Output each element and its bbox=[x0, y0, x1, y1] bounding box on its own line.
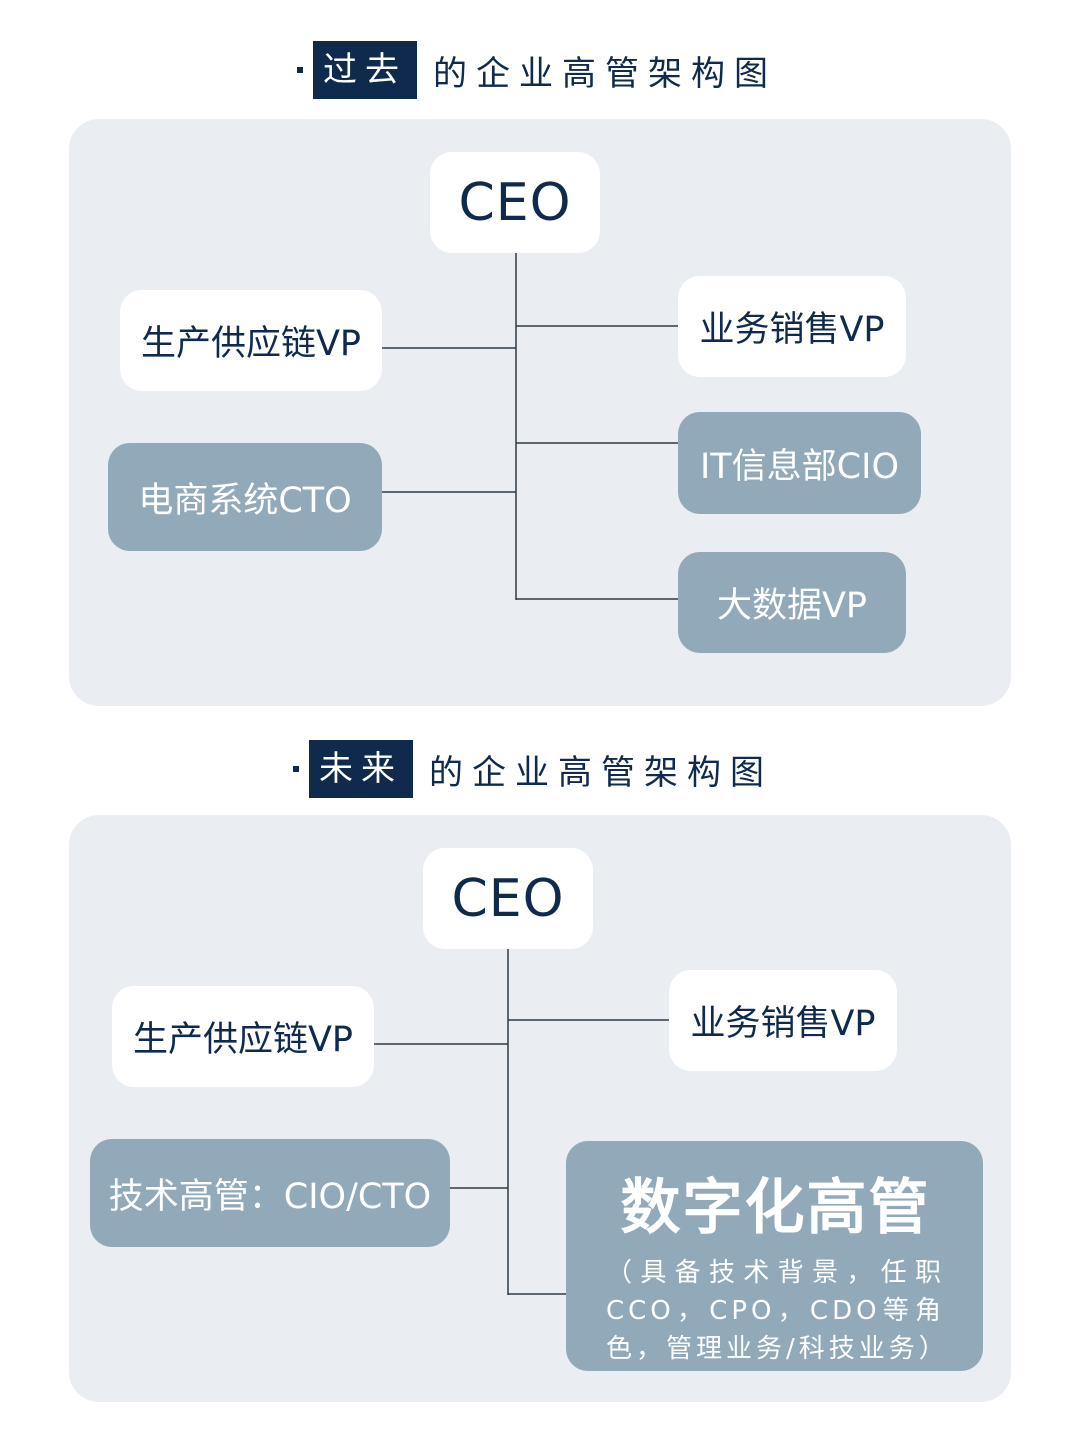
bullet-dot bbox=[293, 766, 299, 772]
ceo-node: CEO bbox=[430, 152, 600, 253]
future-heading: 未来 的企业高管架构图 bbox=[293, 740, 773, 798]
sales-vp-node: 业务销售VP bbox=[678, 276, 906, 377]
it-cio-node: IT信息部CIO bbox=[678, 412, 921, 514]
tech-executive-node: 技术高管：CIO/CTO bbox=[90, 1139, 450, 1247]
big-data-vp-node: 大数据VP bbox=[678, 552, 906, 653]
bullet-dot bbox=[297, 67, 303, 73]
past-heading-tag: 过去 bbox=[313, 41, 417, 99]
future-org-chart: CEO 生产供应链VP 技术高管：CIO/CTO 业务销售VP 数字化高管 （具… bbox=[69, 815, 1011, 1402]
supply-chain-vp-node: 生产供应链VP bbox=[120, 290, 382, 391]
past-heading-text: 的企业高管架构图 bbox=[433, 53, 777, 94]
future-heading-tag: 未来 bbox=[309, 740, 413, 798]
future-heading-text: 的企业高管架构图 bbox=[429, 752, 773, 793]
digital-executive-description: （具备技术背景，任职CCO，CPO，CDO等角色，管理业务/科技业务） bbox=[606, 1258, 949, 1364]
future-connector-lines bbox=[374, 949, 669, 1295]
digital-executive-title: 数字化高管 bbox=[620, 1173, 931, 1243]
past-connector-lines bbox=[382, 253, 678, 600]
supply-chain-vp-node: 生产供应链VP bbox=[112, 986, 374, 1087]
ceo-node: CEO bbox=[423, 848, 593, 949]
past-heading: 过去 的企业高管架构图 bbox=[297, 41, 777, 99]
digital-executive-node: 数字化高管 （具备技术背景，任职CCO，CPO，CDO等角色，管理业务/科技业务… bbox=[566, 1141, 983, 1371]
sales-vp-node: 业务销售VP bbox=[669, 970, 897, 1071]
past-org-chart: CEO 生产供应链VP 电商系统CTO 业务销售VP IT信息部CIO 大数据V… bbox=[69, 119, 1011, 706]
ecommerce-cto-node: 电商系统CTO bbox=[108, 443, 382, 551]
